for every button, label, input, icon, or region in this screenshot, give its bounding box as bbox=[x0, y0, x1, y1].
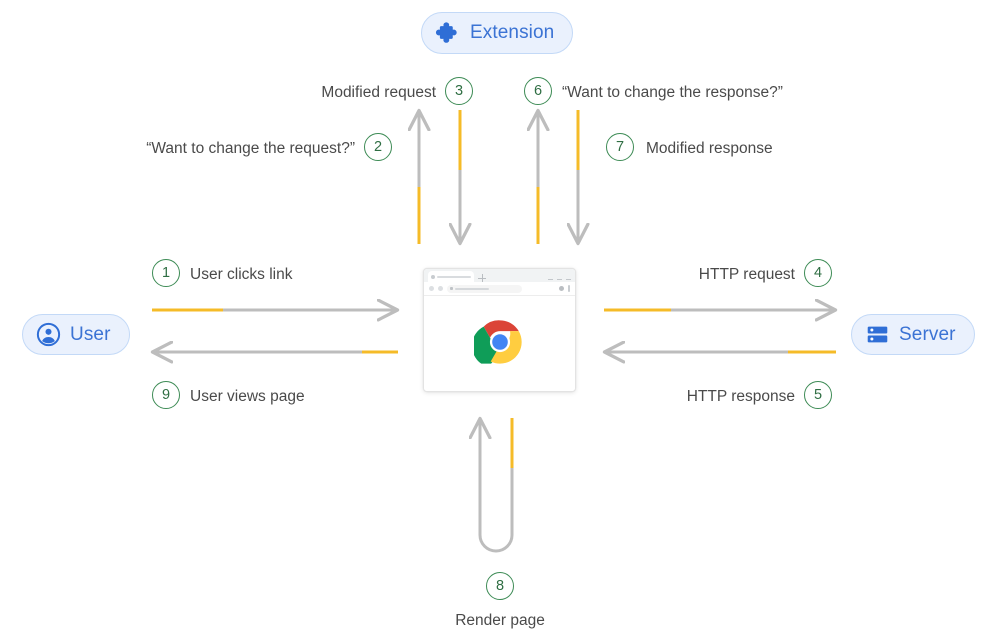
puzzle-piece-icon bbox=[435, 20, 461, 46]
node-extension[interactable]: Extension bbox=[421, 12, 574, 54]
step-label-2: “Want to change the request?” bbox=[146, 140, 355, 157]
address-bar[interactable] bbox=[447, 284, 522, 293]
step-number-1: 1 bbox=[152, 259, 180, 287]
maximize-icon[interactable] bbox=[557, 278, 562, 280]
step-label-7: Modified response bbox=[646, 140, 773, 157]
close-icon[interactable] bbox=[566, 278, 571, 280]
back-icon[interactable] bbox=[429, 286, 434, 291]
browser-tab-strip[interactable] bbox=[424, 269, 575, 282]
server-label: Server bbox=[899, 323, 956, 345]
tab-favicon-icon bbox=[431, 274, 435, 279]
extension-label: Extension bbox=[470, 22, 555, 43]
tab-title-placeholder bbox=[437, 275, 471, 278]
lock-icon bbox=[450, 287, 453, 290]
step-label-9: User views page bbox=[190, 388, 305, 405]
node-server[interactable]: Server bbox=[851, 314, 975, 355]
profile-avatar-icon[interactable] bbox=[559, 286, 564, 291]
step-number-2: 2 bbox=[364, 133, 392, 161]
step-number-8: 8 bbox=[486, 572, 514, 600]
step-number-4: 4 bbox=[804, 259, 832, 287]
step-number-5: 5 bbox=[804, 381, 832, 409]
step-number-7: 7 bbox=[606, 133, 634, 161]
server-rack-icon bbox=[865, 322, 890, 347]
user-label: User bbox=[70, 323, 111, 345]
browser-window[interactable] bbox=[423, 268, 576, 392]
browser-toolbar[interactable] bbox=[424, 282, 575, 296]
browser-viewport bbox=[424, 296, 575, 391]
step-label-3: Modified request bbox=[321, 84, 436, 101]
step-number-6: 6 bbox=[524, 77, 552, 105]
step-number-3: 3 bbox=[445, 77, 473, 105]
window-controls[interactable] bbox=[548, 278, 571, 282]
browser-tab[interactable] bbox=[428, 271, 474, 282]
step-number-9: 9 bbox=[152, 381, 180, 409]
step-label-8: Render page bbox=[455, 612, 545, 629]
step-label-1: User clicks link bbox=[190, 266, 293, 283]
step-label-5: HTTP response bbox=[686, 388, 795, 405]
toolbar-actions[interactable] bbox=[559, 285, 570, 292]
minimize-icon[interactable] bbox=[548, 278, 553, 280]
address-bar-url bbox=[455, 287, 489, 290]
node-user[interactable]: User bbox=[22, 314, 130, 355]
chrome-logo-icon bbox=[471, 316, 526, 373]
new-tab-icon[interactable] bbox=[478, 274, 486, 282]
step-label-6: “Want to change the response?” bbox=[562, 84, 783, 101]
step-label-4: HTTP request bbox=[698, 266, 795, 283]
reload-icon[interactable] bbox=[438, 286, 443, 291]
arrow-render-page-loop bbox=[480, 418, 514, 553]
user-avatar-icon bbox=[36, 322, 61, 347]
more-menu-icon[interactable] bbox=[568, 285, 570, 292]
